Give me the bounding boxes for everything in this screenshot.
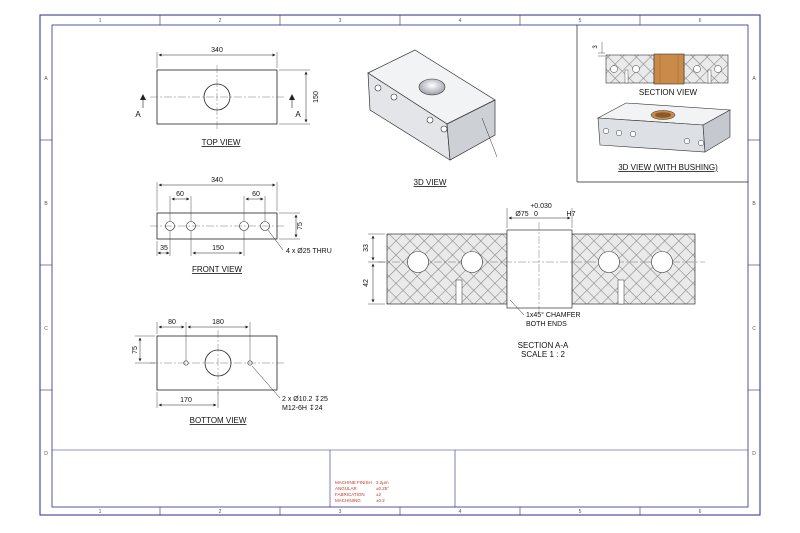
top-height-dim: 150 — [313, 91, 320, 103]
section-aa-scale: SCALE 1 : 2 — [521, 350, 566, 359]
top-view: 340 150 A A TOP VIEW — [135, 47, 320, 147]
bottom-dim-75: 75 — [132, 346, 139, 354]
zone-row-a-right: A — [752, 76, 756, 82]
note-label-1: ANGULAR — [335, 486, 358, 491]
note-value-0: 3.2µm — [376, 480, 389, 485]
front-edge-dim: 35 — [160, 245, 168, 252]
zone-col-4: 4 — [459, 18, 462, 24]
chamfer-note-line1: 1x45° CHAMFER — [526, 311, 581, 319]
zone-row-c: C — [44, 326, 48, 332]
iso-view-title: 3D VIEW — [414, 178, 447, 187]
inset-panel: 3 SECTION VIEW 3D VIEW (WITH BUSHING) — [576, 25, 748, 183]
bottom-view-title: BOTTOM VIEW — [190, 416, 247, 425]
zone-row-a: A — [44, 76, 48, 82]
section-bore: Ø75 — [515, 211, 528, 218]
zone-col-3-bottom: 3 — [339, 509, 342, 515]
zone-row-c-right: C — [752, 326, 756, 332]
iso-view: 3D VIEW — [367, 49, 498, 187]
zone-row-b: B — [44, 201, 48, 207]
note-value-2: ±2 — [376, 492, 381, 497]
zone-ticks — [40, 15, 760, 515]
bottom-tap-line1: 2 x Ø10.2 ↧25 — [282, 395, 328, 403]
zone-row-d: D — [44, 451, 48, 457]
note-value-3: ±0.2 — [376, 498, 385, 503]
bottom-tap-line2: M12-6H ↧24 — [282, 404, 323, 412]
title-block — [52, 449, 748, 507]
zone-col-5: 5 — [579, 18, 582, 24]
section-view-dim: 3 — [593, 45, 599, 49]
zone-col-4-bottom: 4 — [459, 509, 462, 515]
iso-bushing-title: 3D VIEW (WITH BUSHING) — [618, 163, 718, 172]
zone-row-b-right: B — [752, 201, 756, 207]
note-value-1: ±0.25° — [376, 486, 389, 491]
section-aa-title: SECTION A-A — [518, 341, 569, 350]
front-height-dim: 75 — [297, 222, 304, 230]
bottom-dim-170: 170 — [180, 397, 192, 404]
zone-col-6-bottom: 6 — [699, 509, 702, 515]
zone-col-2-bottom: 2 — [219, 509, 222, 515]
top-view-title: TOP VIEW — [202, 138, 241, 147]
chamfer-note-line2: BOTH ENDS — [526, 321, 567, 328]
zone-col-5-bottom: 5 — [579, 509, 582, 515]
front-left-pitch-dim: 60 — [176, 191, 184, 198]
front-view: 340 60 60 35 150 75 4 x Ø25 THRU FRONT V… — [150, 177, 332, 274]
general-notes: MACHINE FINISH 3.2µm ANGULAR ±0.25° FABR… — [335, 480, 389, 503]
front-width-dim: 340 — [211, 177, 223, 184]
note-label-0: MACHINE FINISH — [335, 480, 372, 485]
front-holes-note: 4 x Ø25 THRU — [286, 248, 332, 255]
section-upper-height: 33 — [363, 244, 370, 252]
cut-label-right: A — [295, 110, 301, 119]
zone-col-1-bottom: 1 — [99, 509, 102, 515]
note-label-3: MACHINING — [335, 498, 361, 503]
front-view-title: FRONT VIEW — [192, 265, 243, 274]
section-tol-upper: +0.030 — [530, 203, 552, 210]
bottom-dim-180: 180 — [212, 319, 224, 326]
section-view-title: SECTION VIEW — [639, 88, 698, 97]
bottom-view: 80 180 75 170 2 x Ø10.2 ↧25 M12-6H ↧24 B… — [132, 319, 328, 425]
zone-col-6: 6 — [699, 18, 702, 24]
zone-row-d-right: D — [752, 451, 756, 457]
top-width-dim: 340 — [211, 47, 223, 54]
zone-col-2: 2 — [219, 18, 222, 24]
section-aa: +0.030 Ø75 0 H7 33 42 1x45° CHAMFER BOTH… — [363, 203, 705, 359]
front-center-dim: 150 — [212, 245, 224, 252]
section-fit: H7 — [567, 211, 576, 218]
section-tol-lower: 0 — [534, 211, 538, 218]
zone-col-3: 3 — [339, 18, 342, 24]
zone-col-1: 1 — [99, 18, 102, 24]
cut-label-left: A — [135, 110, 141, 119]
front-right-pitch-dim: 60 — [252, 191, 260, 198]
zone-labels: 1 2 3 4 5 6 1 2 3 4 5 6 A B C D A B C D — [44, 18, 756, 515]
note-label-2: FABRICATION — [335, 492, 365, 497]
bottom-dim-80: 80 — [168, 319, 176, 326]
section-lower-height: 42 — [363, 279, 370, 287]
